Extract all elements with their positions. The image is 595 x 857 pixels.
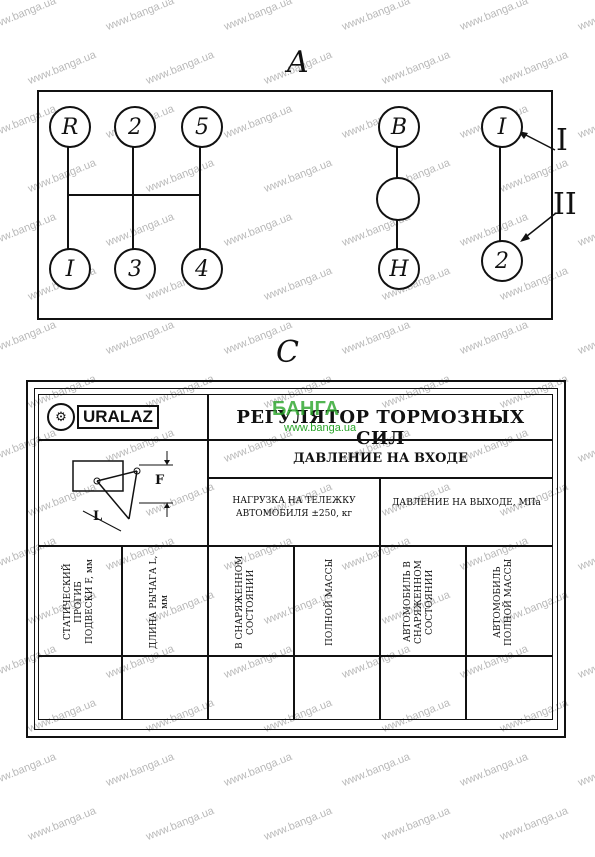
load-header-cell: НАГРУЗКА НА ТЕЛЕЖКУ АВТОМОБИЛЯ ±250, кг — [208, 478, 380, 546]
label-a: A — [287, 45, 309, 80]
title-cell: РЕГУЛЯТОР ТОРМОЗНЫХ СИЛ — [208, 394, 553, 449]
col-header-curb: В СНАРЯЖЕННОМ СОСТОЯНИИ — [208, 546, 294, 656]
value-cell — [294, 656, 380, 720]
gear-diagram-frame — [37, 90, 553, 320]
sketch-label-l: L — [93, 509, 103, 524]
gear-node-5: 5 — [181, 106, 223, 148]
value-cell — [122, 656, 208, 720]
col-header-static-deflection: СТАТИЧЕСКИЙ ПРОГИБ ПОДВЕСКИ F, мм — [38, 546, 122, 656]
value-cell — [466, 656, 553, 720]
label-c: C — [276, 335, 299, 370]
col-label-full-mass: ПОЛНОЙ МАССЫ — [325, 558, 335, 646]
gear-node-1: I — [49, 248, 91, 290]
split-node-1: I — [481, 106, 523, 148]
arrow-label-ii: II — [553, 187, 577, 222]
range-node-b: B — [378, 106, 420, 148]
brand-cell: ⚙ URALAZ — [38, 394, 208, 440]
value-cell — [380, 656, 466, 720]
col-label-static-deflection: СТАТИЧЕСКИЙ ПРОГИБ ПОДВЕСКИ F, мм — [63, 559, 95, 645]
pressure-in-cell: ДАВЛЕНИЕ НА ВХОДЕ — [208, 440, 553, 478]
col-header-full-mass: ПОЛНОЙ МАССЫ — [294, 546, 380, 656]
value-cell — [208, 656, 294, 720]
sketch-cell: F L — [38, 440, 208, 546]
lever-sketch — [72, 451, 173, 532]
col-header-vehicle-curb: АВТОМОБИЛЬ В СНАРЯЖЕННОМ СОСТОЯНИИ — [380, 546, 466, 656]
overlay-url: www.banga.ua — [284, 422, 357, 434]
range-node-h: H — [378, 248, 420, 290]
col-header-vehicle-full: АВТОМОБИЛЬ ПОЛНОЙ МАССЫ — [466, 546, 553, 656]
overlay-logo: БАНГА — [272, 398, 340, 420]
pressure-in-label: ДАВЛЕНИЕ НА ВХОДЕ — [293, 451, 468, 466]
gear-node-r: R — [49, 106, 91, 148]
col-label-curb: В СНАРЯЖЕННОМ СОСТОЯНИИ — [235, 555, 256, 649]
arrow-label-i: I — [556, 123, 568, 158]
brand-name: URALAZ — [77, 405, 159, 429]
load-header-label: НАГРУЗКА НА ТЕЛЕЖКУ АВТОМОБИЛЯ ±250, кг — [232, 496, 356, 519]
col-label-vehicle-curb: АВТОМОБИЛЬ В СНАРЯЖЕННОМ СОСТОЯНИИ — [403, 560, 435, 644]
col-header-lever-length: ДЛИНА РЫЧАГА L, мм — [122, 546, 208, 656]
gear-node-2: 2 — [114, 106, 156, 148]
range-node-neutral — [376, 177, 420, 221]
gear-node-4: 4 — [181, 248, 223, 290]
nameplate: ⚙ URALAZ РЕГУЛЯТОР ТОРМОЗНЫХ СИЛ БАНГА w… — [26, 380, 566, 738]
pressure-out-cell: ДАВЛЕНИЕ НА ВЫХОДЕ, МПа — [380, 478, 553, 546]
brand-logo-icon: ⚙ — [47, 403, 75, 431]
col-label-lever-length: ДЛИНА РЫЧАГА L, мм — [149, 555, 170, 649]
col-label-vehicle-full: АВТОМОБИЛЬ ПОЛНОЙ МАССЫ — [493, 558, 514, 646]
pressure-out-label: ДАВЛЕНИЕ НА ВЫХОДЕ, МПа — [392, 498, 541, 508]
gear-node-3: 3 — [114, 248, 156, 290]
split-node-2: 2 — [481, 240, 523, 282]
plate-title: РЕГУЛЯТОР ТОРМОЗНЫХ СИЛ — [236, 407, 525, 449]
sketch-label-f: F — [155, 473, 165, 488]
value-cell — [38, 656, 122, 720]
